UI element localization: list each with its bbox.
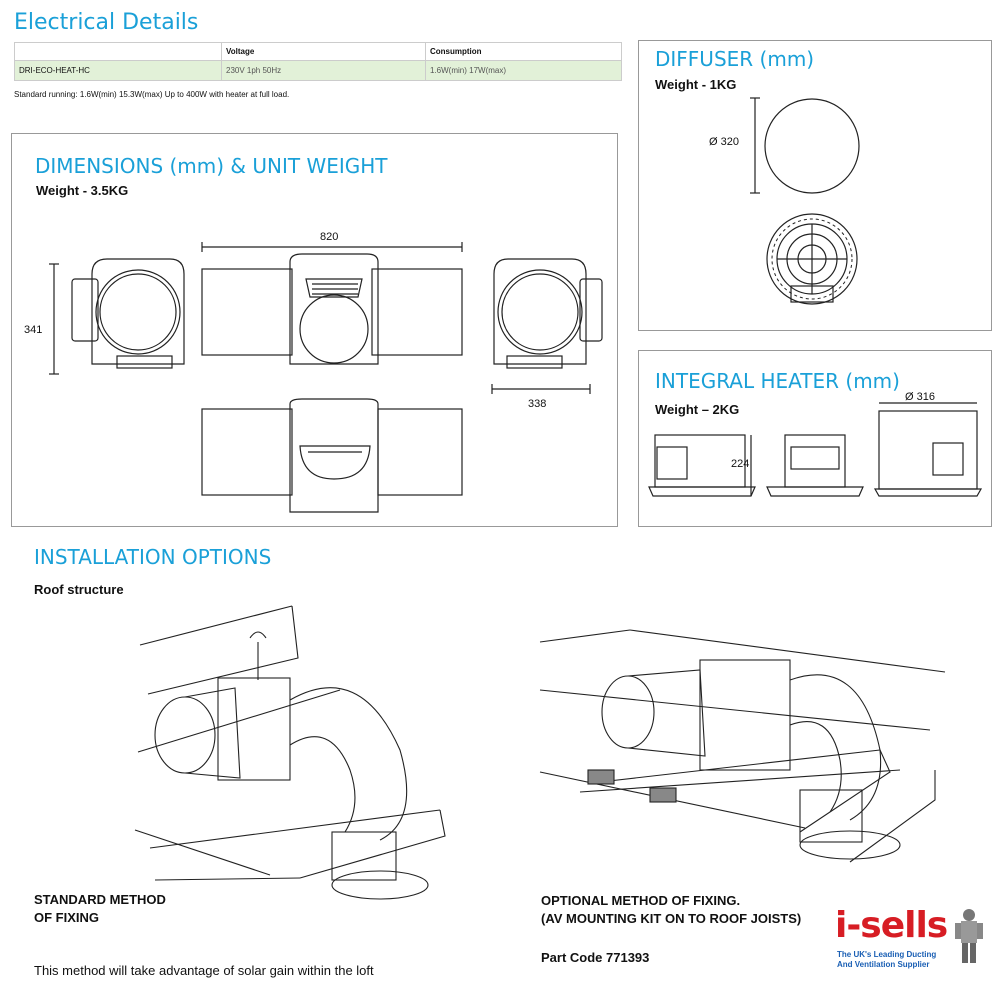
dimensions-title: DIMENSIONS (mm) & UNIT WEIGHT bbox=[35, 154, 388, 178]
optional-method-line1: OPTIONAL METHOD OF FIXING. bbox=[541, 893, 741, 908]
electrical-note: Standard running: 1.6W(min) 15.3W(max) U… bbox=[14, 90, 290, 99]
brand-tagline-2: And Ventilation Supplier bbox=[837, 960, 930, 969]
electrical-title: Electrical Details bbox=[14, 10, 199, 35]
brand-name: i-sells bbox=[835, 905, 948, 946]
table-cell: 230V 1ph 50Hz bbox=[221, 60, 426, 81]
depth-label: 338 bbox=[528, 398, 547, 410]
table-row: DRI-ECO-HEAT-HC 230V 1ph 50Hz 1.6W(min) … bbox=[14, 60, 622, 81]
width-label: 820 bbox=[320, 231, 339, 243]
standard-method-line1: STANDARD METHOD bbox=[34, 892, 166, 907]
divider bbox=[638, 40, 990, 41]
diffuser-panel: DIFFUSER (mm) Weight - 1KG Ø 320 bbox=[638, 40, 992, 331]
optional-method-line2: (AV MOUNTING KIT ON TO ROOF JOISTS) bbox=[541, 911, 802, 926]
dimensions-drawing bbox=[49, 242, 603, 513]
part-code: Part Code 771393 bbox=[541, 950, 650, 965]
diffuser-diameter-label: Ø 320 bbox=[709, 136, 739, 148]
dimensions-weight: Weight - 3.5KG bbox=[36, 183, 129, 198]
table-header-row: Voltage Consumption bbox=[14, 42, 622, 61]
diffuser-drawing bbox=[750, 97, 860, 305]
dimensions-panel: DIMENSIONS (mm) & UNIT WEIGHT Weight - 3… bbox=[11, 133, 618, 527]
table-header bbox=[14, 42, 222, 61]
standard-method-line2: OF FIXING bbox=[34, 910, 99, 925]
brand-tagline-1: The UK's Leading Ducting bbox=[837, 950, 937, 959]
table-header: Voltage bbox=[221, 42, 426, 61]
heater-diameter-label: Ø 316 bbox=[905, 391, 935, 403]
installation-drawing bbox=[134, 605, 946, 900]
diffuser-title: DIFFUSER (mm) bbox=[655, 47, 815, 71]
installation-subtitle: Roof structure bbox=[34, 582, 124, 597]
table-cell: 1.6W(min) 17W(max) bbox=[425, 60, 622, 81]
heater-drawing bbox=[648, 402, 983, 497]
heater-title: INTEGRAL HEATER (mm) bbox=[655, 369, 900, 393]
heater-panel: INTEGRAL HEATER (mm) Weight – 2KG Ø 316 … bbox=[638, 350, 992, 527]
electrical-table: Voltage Consumption DRI-ECO-HEAT-HC 230V… bbox=[14, 42, 622, 81]
height-label: 341 bbox=[24, 324, 43, 336]
table-cell: DRI-ECO-HEAT-HC bbox=[14, 60, 222, 81]
brand-logo: i-sells The UK's Leading Ducting And Ven… bbox=[835, 905, 985, 977]
installation-title: INSTALLATION OPTIONS bbox=[34, 545, 272, 569]
mascot-icon bbox=[955, 909, 983, 963]
heater-height-label: 224 bbox=[731, 458, 750, 470]
table-header: Consumption bbox=[425, 42, 622, 61]
standard-method-note: This method will take advantage of solar… bbox=[34, 963, 374, 978]
diffuser-weight: Weight - 1KG bbox=[655, 77, 737, 92]
heater-weight: Weight – 2KG bbox=[655, 402, 740, 417]
